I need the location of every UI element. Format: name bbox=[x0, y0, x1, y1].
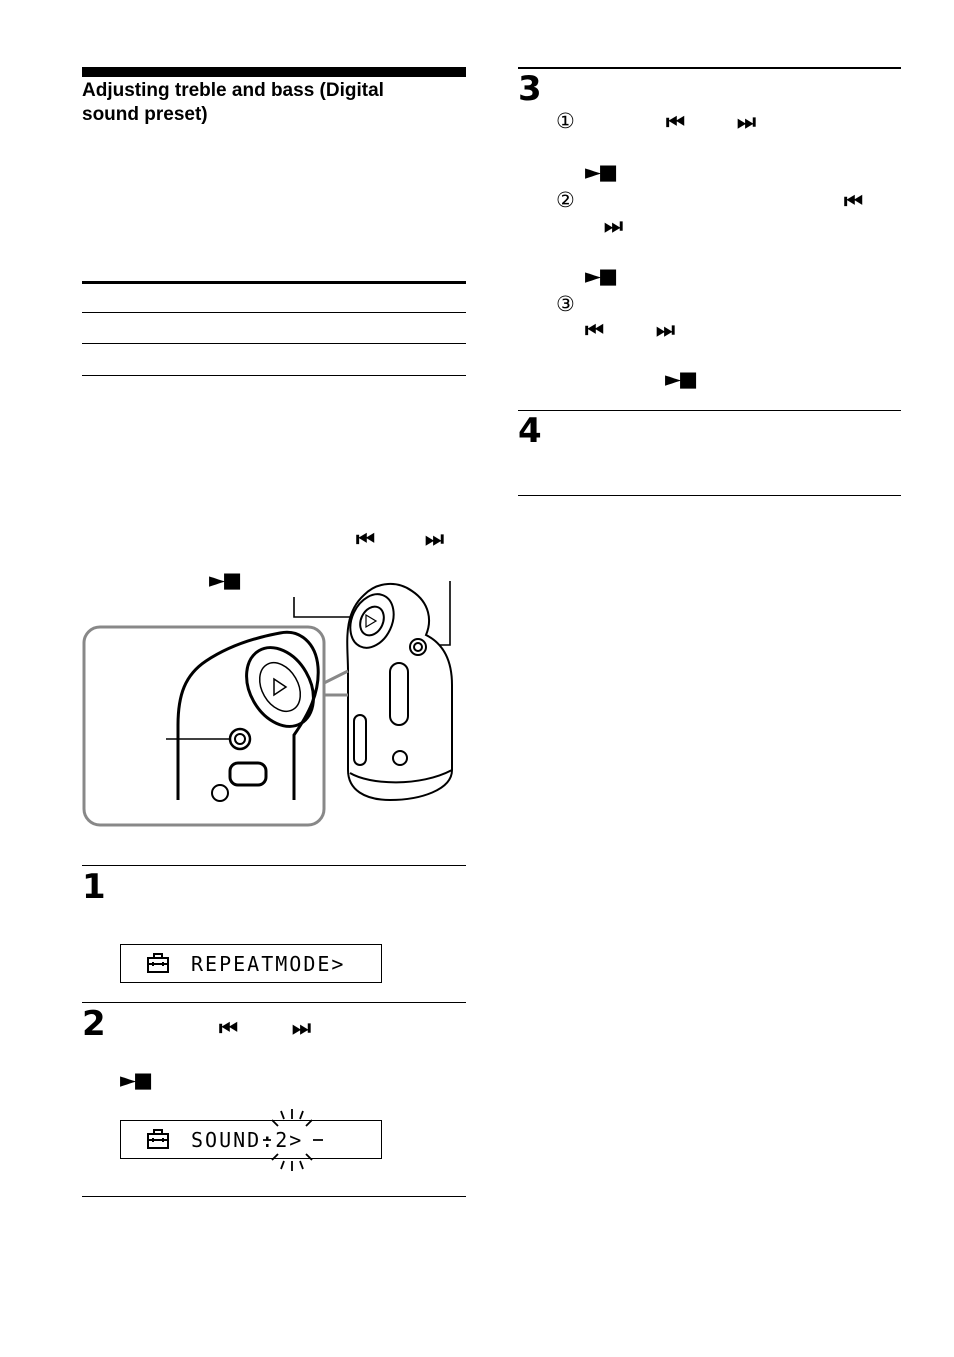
next-button-icon: ⏭ bbox=[604, 214, 623, 238]
step-number-1: 1 bbox=[82, 867, 106, 907]
lcd-text: REPEATMODE> bbox=[191, 952, 346, 976]
device-illustration bbox=[82, 581, 453, 827]
lcd-display-sound: SOUND:2> bbox=[120, 1109, 382, 1171]
sub-step-1-marker: ① bbox=[556, 109, 575, 133]
step-rule bbox=[82, 1002, 466, 1003]
toolbox-icon bbox=[147, 953, 169, 973]
play-stop-button-icon: ►■ bbox=[209, 568, 242, 592]
play-stop-button-icon: ►■ bbox=[120, 1068, 153, 1092]
prev-button-icon: ⏮ bbox=[219, 1016, 238, 1040]
section-title-line-1: Adjusting treble and bass (Digital bbox=[82, 80, 384, 101]
table-top-rule bbox=[82, 281, 466, 284]
play-stop-button-icon: ►■ bbox=[665, 367, 698, 391]
table-row-rule bbox=[82, 343, 466, 344]
step-rule bbox=[518, 410, 901, 411]
section-title: Adjusting treble and bass (Digital sound… bbox=[82, 79, 466, 127]
step-number-2: 2 bbox=[82, 1004, 106, 1044]
prev-button-icon: ⏮ bbox=[844, 189, 863, 213]
next-button-icon: ⏭ bbox=[292, 1016, 311, 1040]
table-row-rule bbox=[82, 312, 466, 313]
next-button-icon: ⏭ bbox=[656, 318, 675, 342]
next-button-icon: ⏭ bbox=[737, 110, 756, 134]
toolbox-icon bbox=[147, 1129, 169, 1149]
step-end-rule bbox=[82, 1196, 466, 1197]
step-end-rule bbox=[518, 495, 901, 496]
step-number-4: 4 bbox=[518, 411, 542, 451]
blink-rays-icon bbox=[263, 1109, 323, 1171]
sub-step-3-marker: ③ bbox=[556, 292, 575, 316]
section-title-line-2: sound preset) bbox=[82, 104, 208, 125]
prev-button-icon: ⏮ bbox=[585, 318, 604, 342]
play-stop-button-icon: ►■ bbox=[585, 264, 618, 288]
section-top-bar bbox=[82, 67, 466, 77]
next-button-icon: ⏭ bbox=[425, 527, 444, 551]
play-stop-button-icon: ►■ bbox=[585, 160, 618, 184]
table-bottom-rule bbox=[82, 375, 466, 376]
step-rule bbox=[82, 865, 466, 866]
prev-button-icon: ⏮ bbox=[666, 110, 685, 134]
step-number-3: 3 bbox=[518, 69, 542, 109]
step-rule bbox=[518, 67, 901, 69]
lcd-text: SOUND:2> bbox=[191, 1128, 304, 1152]
sub-step-2-marker: ② bbox=[556, 188, 575, 212]
prev-button-icon: ⏮ bbox=[356, 527, 375, 551]
lcd-display-repeatmode: REPEATMODE> bbox=[120, 944, 382, 983]
